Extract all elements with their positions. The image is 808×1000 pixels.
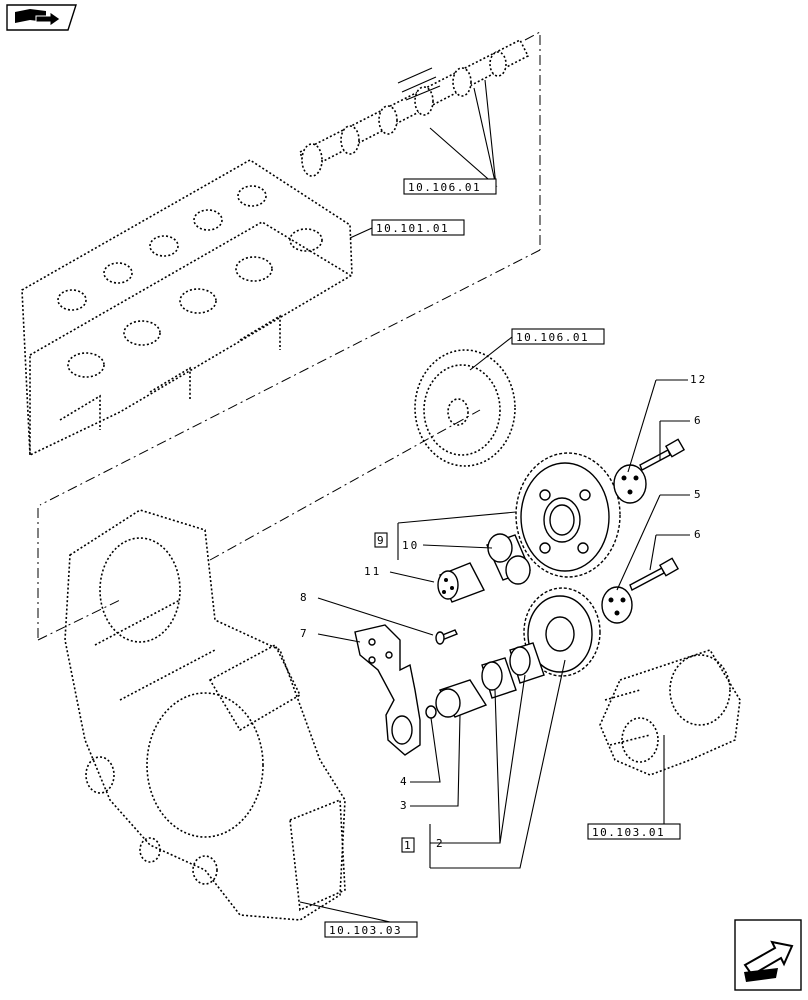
svg-text:9: 9 (377, 534, 385, 547)
thrust-plate-5 (601, 586, 633, 624)
book-arrow-icon[interactable] (6, 4, 77, 31)
svg-text:1: 1 (404, 839, 412, 852)
thrust-plate-12 (613, 464, 647, 504)
item-number-5: 5 (694, 488, 703, 501)
item-number-12: 12 (690, 373, 707, 386)
leader-lines (299, 79, 690, 923)
bracket-7 (354, 624, 421, 756)
upper-idler-gear (515, 452, 621, 578)
cylinder-head-drawing (21, 159, 353, 457)
camshaft-gear-drawing (414, 349, 516, 467)
ref-camshaft[interactable]: 10.106.01 (403, 178, 497, 195)
item-number-7: 7 (300, 627, 309, 640)
svg-text:10.103.03: 10.103.03 (329, 924, 402, 937)
camshaft-drawing (299, 38, 530, 177)
lower-idler-gear (523, 587, 601, 677)
gear-case-drawing (64, 509, 346, 921)
svg-text:10.106.01: 10.106.01 (408, 181, 481, 194)
item-number-11: 11 (364, 565, 381, 578)
bushing-2a (481, 657, 517, 699)
ref-gear-case[interactable]: 10.103.03 (324, 921, 418, 938)
ref-camshaft-gear[interactable]: 10.106.01 (511, 328, 605, 345)
kit-box-9[interactable]: 9 (374, 532, 388, 548)
bolt-6-lower (629, 557, 680, 591)
svg-text:10.103.01: 10.103.01 (592, 826, 665, 839)
hub-11 (437, 562, 485, 603)
kit-box-1[interactable]: 1 (401, 837, 415, 853)
item-number-6: 6 (694, 414, 703, 427)
svg-text:10.101.01: 10.101.01 (376, 222, 449, 235)
hub-3 (435, 679, 488, 718)
item-number-10: 10 (402, 539, 419, 552)
item-number-4: 4 (400, 775, 409, 788)
next-page-arrow-icon[interactable] (734, 919, 802, 991)
bushing-2b (509, 642, 545, 684)
crankshaft-drawing (599, 649, 741, 776)
svg-text:10.106.01: 10.106.01 (516, 331, 589, 344)
ref-cylinder-head[interactable]: 10.101.01 (371, 219, 465, 236)
item-number-2: 2 (436, 837, 445, 850)
ref-crankshaft[interactable]: 10.103.01 (587, 823, 681, 840)
item-number-8: 8 (300, 591, 309, 604)
bolt-6-upper (639, 438, 686, 471)
assembly-boundary-lines (37, 31, 541, 641)
screw-8 (435, 629, 458, 645)
bushing-10 (486, 533, 531, 585)
pin-4 (425, 705, 437, 719)
item-number-6: 6 (694, 528, 703, 541)
item-number-3: 3 (400, 799, 409, 812)
